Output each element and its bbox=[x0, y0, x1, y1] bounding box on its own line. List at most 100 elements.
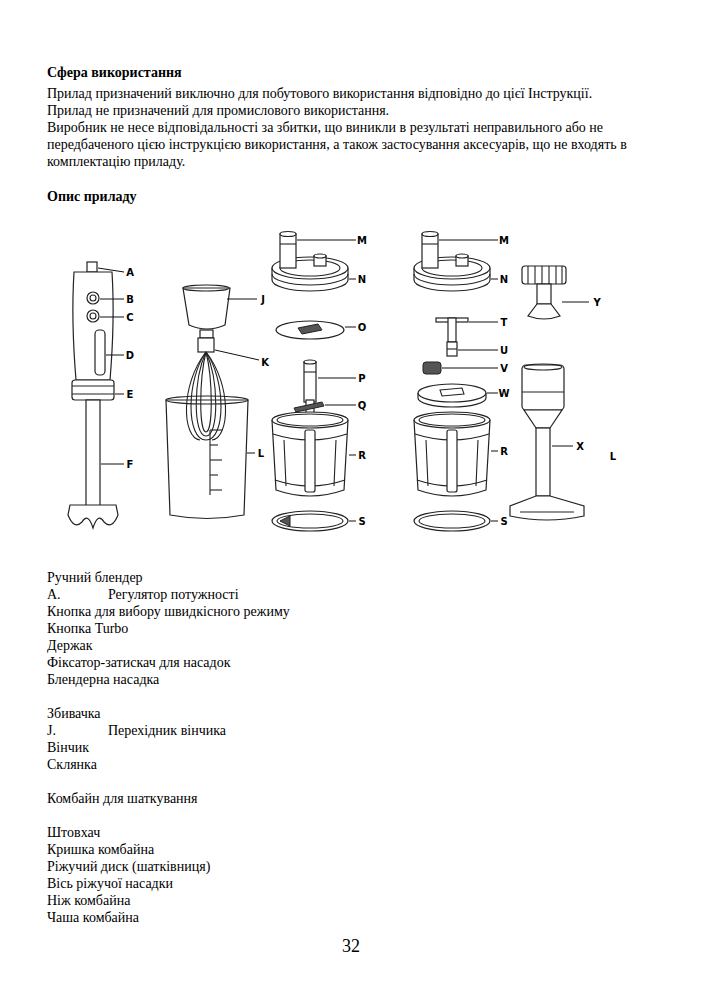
whisk-figure bbox=[183, 288, 230, 329]
part-list-item: Склянка bbox=[47, 756, 97, 773]
chopper-figure bbox=[304, 360, 316, 364]
whisk-figure bbox=[210, 474, 218, 475]
whisk-figure bbox=[166, 400, 248, 519]
whisk-figure bbox=[210, 444, 218, 445]
leader-line bbox=[100, 299, 124, 300]
callout-letter: L bbox=[610, 451, 616, 462]
masher-figure bbox=[534, 266, 535, 284]
leader-line bbox=[469, 322, 498, 323]
part-list-item: Ручний блендер bbox=[47, 569, 143, 586]
leader-line bbox=[345, 327, 356, 328]
callout-letter: Q bbox=[358, 400, 367, 411]
hand-blender-figure bbox=[68, 262, 118, 528]
chopper-figure bbox=[304, 371, 316, 372]
whisk-figure bbox=[210, 459, 222, 460]
leader-line bbox=[458, 350, 498, 351]
page-number: 32 bbox=[342, 936, 360, 956]
part-list-item: Кнопка для вибору швидкісного режиму bbox=[47, 603, 290, 620]
whisk-figure bbox=[186, 352, 206, 440]
hand-blender-figure bbox=[90, 295, 96, 301]
leader-line bbox=[318, 378, 356, 379]
callout-letter: W bbox=[498, 388, 509, 399]
part-list-item: Вісь ріжучої насадки bbox=[47, 875, 173, 892]
leader-line bbox=[98, 268, 124, 272]
whisk-figure bbox=[166, 396, 248, 404]
callout-letter: M bbox=[499, 235, 509, 246]
leader-line bbox=[227, 299, 257, 300]
mash-attachment-figure bbox=[510, 496, 584, 520]
leader-line bbox=[439, 240, 498, 521]
chopper-figure bbox=[280, 516, 290, 526]
chopper-figure bbox=[276, 321, 344, 339]
callout-letter: F bbox=[127, 459, 134, 470]
part-list-item: A. bbox=[47, 586, 61, 603]
hand-blender-figure bbox=[72, 393, 114, 394]
callout-letter: N bbox=[500, 274, 508, 285]
callout-letter: O bbox=[358, 322, 367, 333]
callout-letter: E bbox=[127, 389, 134, 400]
part-list-item: Ніж комбайна bbox=[47, 892, 130, 909]
leader-line bbox=[487, 393, 498, 394]
mash-attachment-figure bbox=[524, 410, 562, 428]
callout-letter: N bbox=[358, 274, 366, 285]
leader-line bbox=[491, 451, 498, 452]
part-list-item: Держак bbox=[47, 637, 93, 654]
part-list-item: Вінчик bbox=[47, 739, 89, 756]
masher-figure bbox=[527, 266, 528, 284]
chopper-figure bbox=[272, 511, 348, 531]
masher-figure bbox=[555, 266, 556, 284]
callout-letter: S bbox=[358, 516, 365, 527]
whisk-figure bbox=[196, 352, 216, 436]
part-list-item: Кнопка Turbo bbox=[47, 620, 128, 637]
paragraph: Прилад не призначений для промислового в… bbox=[47, 102, 687, 119]
slicer-figure bbox=[418, 384, 486, 402]
masher-figure bbox=[528, 304, 560, 319]
leader-line bbox=[98, 268, 124, 464]
slicer-figure bbox=[448, 318, 456, 342]
callout-letter: B bbox=[126, 294, 134, 305]
part-list-item: J. bbox=[47, 722, 56, 739]
slicer-figure bbox=[414, 412, 490, 496]
leader-line bbox=[325, 405, 356, 406]
callout-letter: S bbox=[500, 516, 507, 527]
leader-line bbox=[106, 355, 124, 356]
part-list-item: Регулятор потужності bbox=[108, 586, 239, 603]
callout-letter: U bbox=[500, 345, 508, 356]
masher-figure bbox=[522, 266, 566, 284]
hand-blender-figure bbox=[87, 310, 99, 322]
hand-blender-figure bbox=[90, 313, 96, 319]
callout-letter: Y bbox=[593, 297, 600, 308]
part-list-item: Комбайн для шаткування bbox=[47, 790, 198, 807]
paragraph: Прилад призначений виключно для побутово… bbox=[47, 85, 687, 102]
part-list-item: Перехідник вінчика bbox=[108, 722, 226, 739]
hand-blender-figure bbox=[87, 262, 97, 272]
slicer-figure bbox=[440, 388, 464, 396]
leader-line bbox=[491, 521, 498, 522]
leader-line bbox=[115, 394, 124, 395]
mash-attachment-figure bbox=[520, 511, 574, 512]
leader-line bbox=[247, 453, 255, 454]
mash-attachment-figure bbox=[522, 391, 564, 392]
whisk-figure bbox=[206, 352, 226, 440]
callout-letter: T bbox=[501, 317, 508, 328]
callout-letter: C bbox=[126, 312, 133, 323]
hand-blender-figure bbox=[87, 292, 99, 304]
hand-blender-figure bbox=[68, 505, 118, 528]
masher-figure bbox=[541, 266, 542, 284]
hand-blender-figure bbox=[72, 380, 114, 400]
leader-line bbox=[439, 240, 498, 241]
section-heading: Опис приладу bbox=[47, 188, 137, 205]
whisk-figure bbox=[183, 285, 229, 291]
leader-line bbox=[552, 302, 589, 446]
slicer-figure bbox=[414, 232, 490, 532]
hand-blender-figure bbox=[73, 272, 113, 380]
mash-attachment-figure bbox=[510, 364, 584, 520]
callout-letter: J bbox=[261, 294, 265, 305]
leader-line bbox=[101, 464, 124, 465]
leader-line bbox=[442, 368, 498, 369]
slicer-figure bbox=[447, 342, 457, 356]
chopper-figure bbox=[304, 362, 316, 402]
part-list-item: Штовхач bbox=[47, 824, 100, 841]
paragraph: Виробник не несе відповідальності за зби… bbox=[47, 119, 687, 170]
